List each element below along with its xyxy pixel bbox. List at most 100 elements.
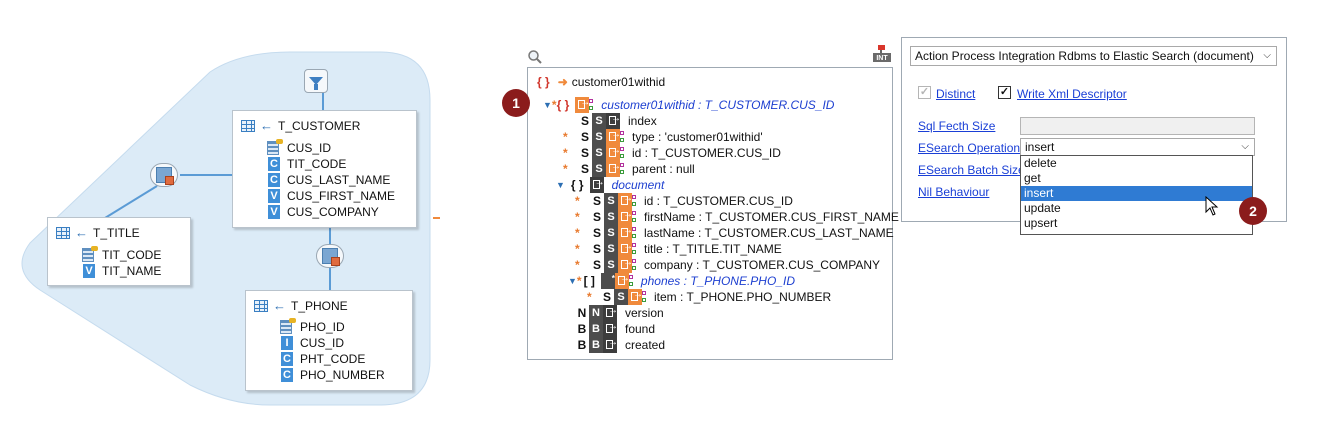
- required-icon: *: [575, 226, 580, 240]
- array-type-icon: *: [600, 273, 615, 289]
- table-title: T_CUSTOMER: [278, 119, 361, 133]
- option-upsert[interactable]: upsert: [1024, 216, 1058, 230]
- required-icon: *: [563, 130, 568, 144]
- write-xml-checkbox[interactable]: ✓: [998, 86, 1011, 99]
- sql-fetch-input[interactable]: [1020, 117, 1255, 135]
- operation-select[interactable]: insert ⌵: [1020, 138, 1255, 156]
- distinct-label[interactable]: Distinct: [936, 87, 976, 101]
- number-type-icon: N: [589, 305, 603, 321]
- tree-document-node[interactable]: ▼ { } document: [556, 177, 664, 193]
- object-icon: { }: [537, 75, 550, 89]
- tree-row[interactable]: BBcreated: [575, 337, 665, 353]
- column-row[interactable]: PHO_ID: [280, 318, 345, 335]
- required-icon: *: [575, 242, 580, 256]
- required-icon: *: [587, 290, 592, 304]
- join-icon[interactable]: [316, 244, 344, 268]
- tree-mapping-node[interactable]: ▼ * { } customer01withid : T_CUSTOMER.CU…: [543, 97, 834, 113]
- required-icon: *: [563, 146, 568, 160]
- collapse-icon[interactable]: ▼: [543, 100, 552, 110]
- join-icon[interactable]: [150, 163, 178, 187]
- output-icon: [628, 289, 643, 305]
- column-type-icon: V: [267, 205, 281, 219]
- column-row[interactable]: TIT_CODE: [82, 246, 161, 263]
- option-get[interactable]: get: [1024, 171, 1041, 185]
- arrow-right-icon: ➜: [557, 75, 568, 89]
- column-key-icon: [280, 318, 296, 334]
- tree-row[interactable]: *SSid : T_CUSTOMER.CUS_ID: [575, 193, 793, 209]
- tree-row[interactable]: *SStype : 'customer01withid': [563, 129, 763, 145]
- boolean-type-icon: B: [589, 337, 603, 353]
- tree-row[interactable]: *SStitle : T_TITLE.TIT_NAME: [575, 241, 782, 257]
- string-type-icon: S: [604, 209, 618, 225]
- operation-dropdown-list[interactable]: delete get insert update upsert: [1020, 155, 1253, 235]
- required-icon: *: [575, 194, 580, 208]
- tree-array-node[interactable]: ▼ * [ ] * phones : T_PHONE.PHO_ID: [568, 273, 795, 289]
- option-insert[interactable]: insert: [1021, 186, 1252, 201]
- process-icon[interactable]: INT: [872, 44, 892, 64]
- column-type-icon: V: [267, 189, 281, 203]
- table-title: T_TITLE: [93, 226, 140, 240]
- string-type-icon: S: [614, 289, 628, 305]
- operation-label[interactable]: ESearch Operation: [918, 141, 1021, 155]
- option-delete[interactable]: delete: [1024, 156, 1057, 170]
- required-icon: *: [563, 162, 568, 176]
- filter-icon[interactable]: [304, 69, 328, 93]
- output-icon: [618, 209, 633, 225]
- svg-text:INT: INT: [876, 55, 888, 62]
- table-icon: [56, 227, 70, 239]
- flags-icon: [589, 97, 594, 113]
- dropdown-arrow-icon: ⌵: [1263, 50, 1271, 61]
- table-icon: [254, 300, 268, 312]
- column-row[interactable]: CUS_ID: [267, 139, 331, 156]
- column-type-icon: C: [280, 352, 294, 366]
- object-icon: { }: [570, 178, 584, 192]
- output-icon: [603, 337, 618, 353]
- option-update[interactable]: update: [1024, 201, 1061, 215]
- output-icon: [618, 257, 633, 273]
- object-icon: { }: [556, 98, 570, 112]
- tree-row[interactable]: *SSitem : T_PHONE.PHO_NUMBER: [587, 289, 831, 305]
- required-icon: *: [575, 258, 580, 272]
- tree-row[interactable]: *SScompany : T_CUSTOMER.CUS_COMPANY: [575, 257, 880, 273]
- string-type-icon: S: [604, 241, 618, 257]
- output-icon: [575, 97, 590, 113]
- output-icon: [606, 113, 621, 129]
- nil-behaviour-label[interactable]: Nil Behaviour: [918, 185, 990, 199]
- cursor-icon: [1205, 196, 1219, 216]
- source-arrow-icon: ←: [273, 298, 286, 313]
- required-icon: *: [576, 274, 582, 288]
- collapse-icon[interactable]: ▼: [556, 180, 565, 190]
- tree-row[interactable]: BBfound: [575, 321, 655, 337]
- output-icon: [618, 193, 633, 209]
- action-select[interactable]: Action Process Integration Rdbms to Elas…: [910, 46, 1277, 66]
- column-type-icon: I: [280, 336, 294, 350]
- column-type-icon: V: [82, 264, 96, 278]
- tree-root[interactable]: { } ➜ customer01withid: [537, 75, 666, 89]
- distinct-checkbox[interactable]: ✓: [918, 86, 931, 99]
- collapse-icon[interactable]: ▼: [568, 276, 577, 286]
- search-icon[interactable]: [527, 49, 543, 65]
- tree-row[interactable]: *SSid : T_CUSTOMER.CUS_ID: [563, 145, 781, 161]
- output-icon: [606, 145, 621, 161]
- tree-row[interactable]: SSindex: [578, 113, 657, 129]
- sql-fetch-label[interactable]: Sql Fecth Size: [918, 119, 996, 133]
- tree-row[interactable]: *SSlastName : T_CUSTOMER.CUS_LAST_NAME: [575, 225, 894, 241]
- batch-size-label[interactable]: ESearch Batch Size: [918, 163, 1025, 177]
- string-type-icon: S: [604, 225, 618, 241]
- tree-row[interactable]: NNversion: [575, 305, 664, 321]
- tree-row[interactable]: *SSparent : null: [563, 161, 695, 177]
- column-key-icon: [267, 139, 283, 155]
- write-xml-label[interactable]: Write Xml Descriptor: [1017, 87, 1127, 101]
- tree-row[interactable]: *SSfirstName : T_CUSTOMER.CUS_FIRST_NAME: [575, 209, 899, 225]
